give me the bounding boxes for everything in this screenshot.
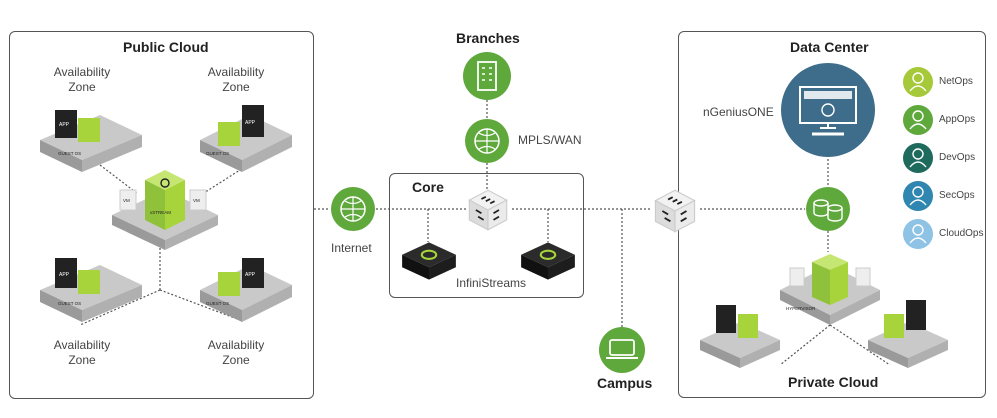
private-cloud-stack-left <box>700 305 780 368</box>
zone-stack-top-right <box>200 105 292 172</box>
mpls-wan-label: MPLS/WAN <box>518 133 582 147</box>
user-icon <box>903 181 933 211</box>
guest-os-tile-text: GUEST OS <box>58 151 81 156</box>
zone-stack-bottom-right <box>200 258 292 322</box>
private-cloud-hub <box>780 254 880 325</box>
private-cloud-stack-right <box>868 300 948 368</box>
stream-tile-text: vSTREAM <box>150 210 171 215</box>
app-tile-text: APP <box>245 272 256 278</box>
branches-title: Branches <box>456 30 520 46</box>
campus-title: Campus <box>597 375 653 391</box>
role-label: CloudOps <box>939 228 984 239</box>
ngeniusone-label: nGeniusONE <box>703 105 774 119</box>
user-icon <box>903 67 933 97</box>
user-icon <box>903 219 933 249</box>
app-tile-text: APP <box>59 122 70 128</box>
guest-os-tile-text: GUEST OS <box>206 151 229 156</box>
vm-tile-text: VM <box>193 198 200 203</box>
public-cloud-title: Public Cloud <box>123 39 209 55</box>
guest-os-tile-text: GUEST OS <box>58 301 81 306</box>
public-cloud-panel <box>9 31 314 399</box>
guest-os-tile-text: GUEST OS <box>206 301 229 306</box>
vm-tile-text: VM <box>123 198 130 203</box>
role-label: DevOps <box>939 152 976 163</box>
role-label: NetOps <box>939 76 973 87</box>
role-label: SecOps <box>939 190 975 201</box>
hypervisor-tile-text: HYPERVISOR <box>786 306 816 311</box>
infinistreams-label: InfiniStreams <box>456 276 527 290</box>
role-label: AppOps <box>939 114 976 125</box>
app-tile-text: APP <box>59 272 70 278</box>
zone-stack-top-left <box>40 110 142 172</box>
app-tile-text: APP <box>245 120 256 126</box>
internet-label: Internet <box>331 241 372 255</box>
data-center-title: Data Center <box>790 39 869 55</box>
core-panel <box>389 173 584 298</box>
public-cloud-hub <box>112 170 218 250</box>
zone-stack-bottom-left <box>40 258 142 322</box>
ngeniusone-monitor <box>781 63 875 157</box>
private-cloud-title: Private Cloud <box>788 374 879 390</box>
user-icon <box>903 105 933 135</box>
core-title: Core <box>412 179 444 195</box>
user-icon <box>903 143 933 173</box>
